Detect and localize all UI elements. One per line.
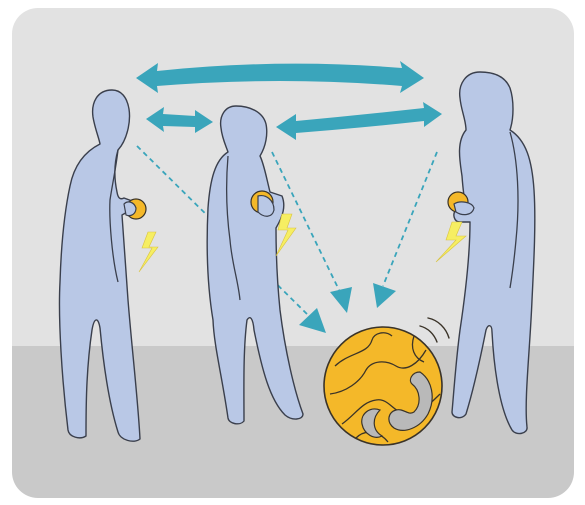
ball	[324, 327, 442, 445]
floor	[12, 346, 574, 498]
hand-left	[124, 202, 136, 216]
hand-right	[454, 202, 474, 215]
